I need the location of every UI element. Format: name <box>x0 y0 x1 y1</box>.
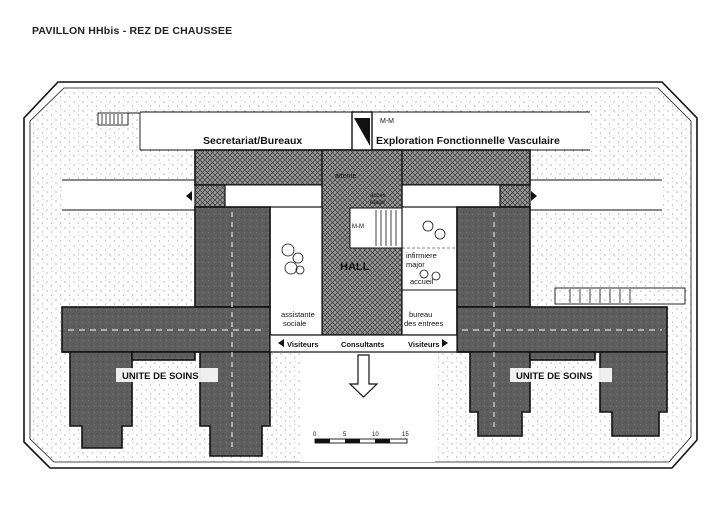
scale-tick-10: 10 <box>372 432 379 438</box>
scale-tick-5: 5 <box>343 432 347 438</box>
label-accueil: accueil <box>410 277 434 286</box>
label-bureau: bureau <box>409 310 432 319</box>
label-secretariat: Secretariat/Bureaux <box>203 135 302 147</box>
label-infirmiere: infirmiere <box>406 251 437 260</box>
label-visiteurs-left: Visiteurs <box>287 340 319 349</box>
right-unit-corridor <box>462 212 662 430</box>
steps-top-left <box>101 114 123 124</box>
steps-right <box>569 289 631 303</box>
central-building <box>194 111 531 336</box>
label-mm: M-M <box>380 118 394 125</box>
label-des-entrees: des entrees <box>404 319 443 328</box>
label-major: major <box>406 260 425 269</box>
label-unite-left: UNITE DE SOINS <box>122 371 199 382</box>
scale-tick-0: 0 <box>313 432 317 438</box>
side-access-arrows <box>186 191 537 201</box>
label-assistante: assistante <box>281 310 315 319</box>
label-acces: acces <box>370 193 386 199</box>
label-mm-small: M-M <box>352 224 364 230</box>
entrance-arrow-icon <box>348 354 379 398</box>
scale-bar: 0 5 10 15 <box>313 432 409 444</box>
right-care-unit <box>456 206 668 437</box>
label-consultants: Consultants <box>341 340 384 349</box>
label-etage: etage <box>370 200 386 206</box>
page-title: PAVILLON HHbis - REZ DE CHAUSSEE <box>32 25 233 37</box>
label-unite-right: UNITE DE SOINS <box>516 371 593 382</box>
label-hall: HALL <box>340 261 370 273</box>
entrance-corridor <box>269 334 458 353</box>
label-sociale: sociale <box>283 319 306 328</box>
scale-tick-15: 15 <box>402 432 409 438</box>
label-attente: attente <box>335 173 357 180</box>
label-visiteurs-right: Visiteurs <box>408 340 440 349</box>
label-exploration: Exploration Fonctionnelle Vasculaire <box>376 135 560 147</box>
